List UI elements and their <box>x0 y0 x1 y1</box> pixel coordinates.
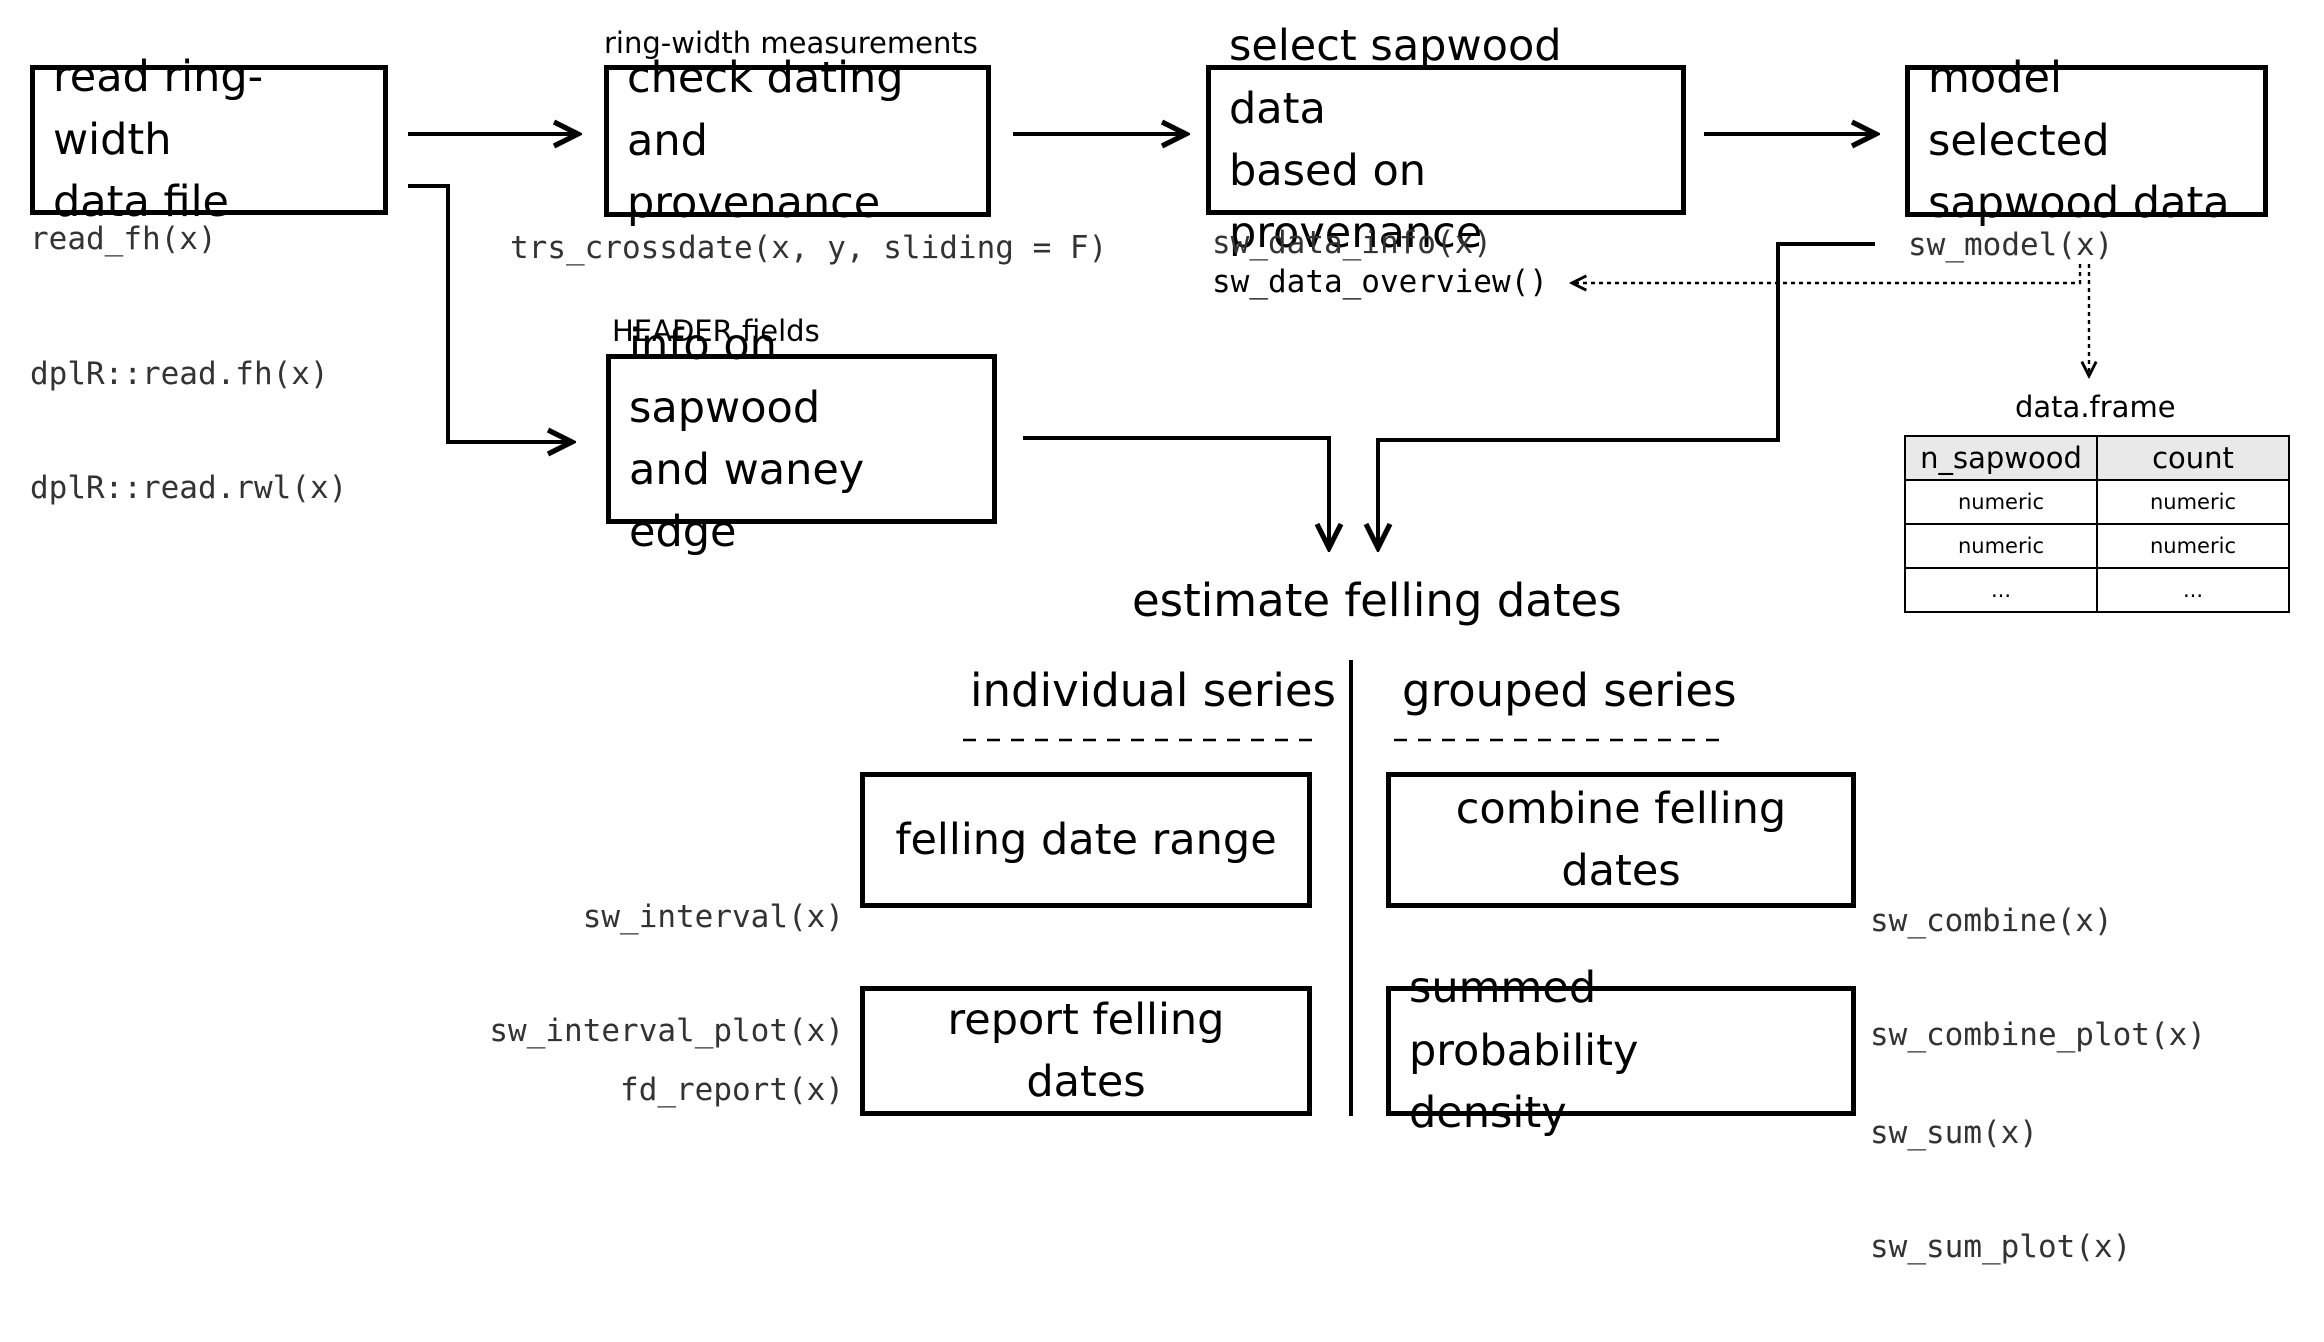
box-line: select sapwood data <box>1229 21 1562 134</box>
code-sw-interval: sw_interval(x) <box>582 899 844 935</box>
box-line: sapwood data <box>1928 178 2230 229</box>
code-sw-data-info: sw_data_info(x) <box>1212 225 1492 261</box>
box-felling-date-range: felling date range <box>860 772 1312 908</box>
code-sw-data-overview: sw_data_overview() <box>1212 264 1548 300</box>
column-header-n-sapwood: n_sapwood <box>1904 435 2098 481</box>
code-sw-sum: sw_sum(x) <box>1870 1115 2038 1151</box>
code-sw-interval-plot: sw_interval_plot(x) <box>489 1013 844 1049</box>
table-cell: numeric <box>1904 523 2098 569</box>
box-check-dating: check dating and provenance <box>604 53 991 228</box>
code-sw-model: sw_model(x) <box>1908 227 2114 263</box>
data-frame-table: n_sapwood count numeric numeric numeric … <box>1904 435 2290 613</box>
box-line: felling date range <box>895 814 1277 865</box>
label-estimate-felling-dates: estimate felling dates <box>1132 574 1622 627</box>
box-read-ring-width: read ring-width data file <box>30 52 388 227</box>
label-header-fields: HEADER fields <box>612 314 820 348</box>
label-data-frame: data.frame <box>2015 390 2176 424</box>
table-header-row: n_sapwood count <box>1904 435 2290 481</box>
code-sum-functions: sw_sum(x) sw_sum_plot(x) <box>1870 1038 2131 1342</box>
connector-layer <box>408 0 2324 1116</box>
dotted-arrow-model-to-overview <box>1572 264 2082 283</box>
box-line: model selected <box>1928 53 2110 166</box>
box-summed-probability-density: summed probability density <box>1386 963 1856 1138</box>
arrow-info-to-estimate <box>1023 436 1329 548</box>
workflow-diagram: read ring-width data file check dating an… <box>30 0 2324 1265</box>
table-cell: ... <box>2096 567 2290 613</box>
box-model-sapwood: model selected sapwood data <box>1905 53 2268 228</box>
box-line: combine felling dates <box>1455 783 1787 896</box>
table-cell: ... <box>1904 567 2098 613</box>
label-ring-width-measurements: ring-width measurements <box>604 26 978 60</box>
box-line: based on provenance <box>1229 146 1483 259</box>
code-fd-report: fd_report(x) <box>620 1072 844 1108</box>
box-line: info on sapwood <box>629 320 821 433</box>
column-header-count: count <box>2096 435 2290 481</box>
code-read-fh: read_fh(x) <box>30 221 217 257</box>
code-interval-functions: sw_interval(x) sw_interval_plot(x) <box>489 822 844 1126</box>
box-report-felling-dates: report felling dates <box>860 986 1312 1116</box>
box-select-sapwood: select sapwood data based on provenance <box>1206 21 1686 258</box>
table-row: numeric numeric <box>1904 479 2290 525</box>
box-info-sapwood: info on sapwood and waney edge <box>606 320 997 557</box>
table-cell: numeric <box>1904 479 2098 525</box>
box-line: summed probability <box>1409 963 1639 1076</box>
code-sw-sum-plot: sw_sum_plot(x) <box>1870 1229 2132 1265</box>
code-dplr-read-fh: dplR::read.fh(x) <box>30 356 329 392</box>
code-sw-combine: sw_combine(x) <box>1870 903 2113 939</box>
table-row: numeric numeric <box>1904 523 2290 569</box>
code-trs-crossdate: trs_crossdate(x, y, sliding = F) <box>510 230 1108 266</box>
box-line: density <box>1409 1088 1567 1139</box>
code-dplr-readers: dplR::read.fh(x) dplR::read.rwl(x) <box>30 279 347 583</box>
table-cell: numeric <box>2096 523 2290 569</box>
arrow-model-to-estimate <box>1378 242 1875 548</box>
label-grouped-series: grouped series <box>1402 664 1737 717</box>
box-combine-felling-dates: combine felling dates <box>1386 772 1856 908</box>
code-sw-combine-plot: sw_combine_plot(x) <box>1870 1017 2206 1053</box>
code-dplr-read-rwl: dplR::read.rwl(x) <box>30 470 348 506</box>
table-cell: numeric <box>2096 479 2290 525</box>
arrow-read-to-info <box>408 184 572 442</box>
box-line: check dating and <box>627 53 904 166</box>
box-line: provenance <box>627 178 881 229</box>
box-line: data file <box>53 177 230 228</box>
table-row: ... ... <box>1904 567 2290 613</box>
box-line: report felling dates <box>947 994 1225 1107</box>
box-line: and waney edge <box>629 445 865 558</box>
box-line: read ring-width <box>53 52 264 165</box>
code-combine-functions: sw_combine(x) sw_combine_plot(x) <box>1870 826 2206 1130</box>
label-individual-series: individual series <box>970 664 1336 717</box>
